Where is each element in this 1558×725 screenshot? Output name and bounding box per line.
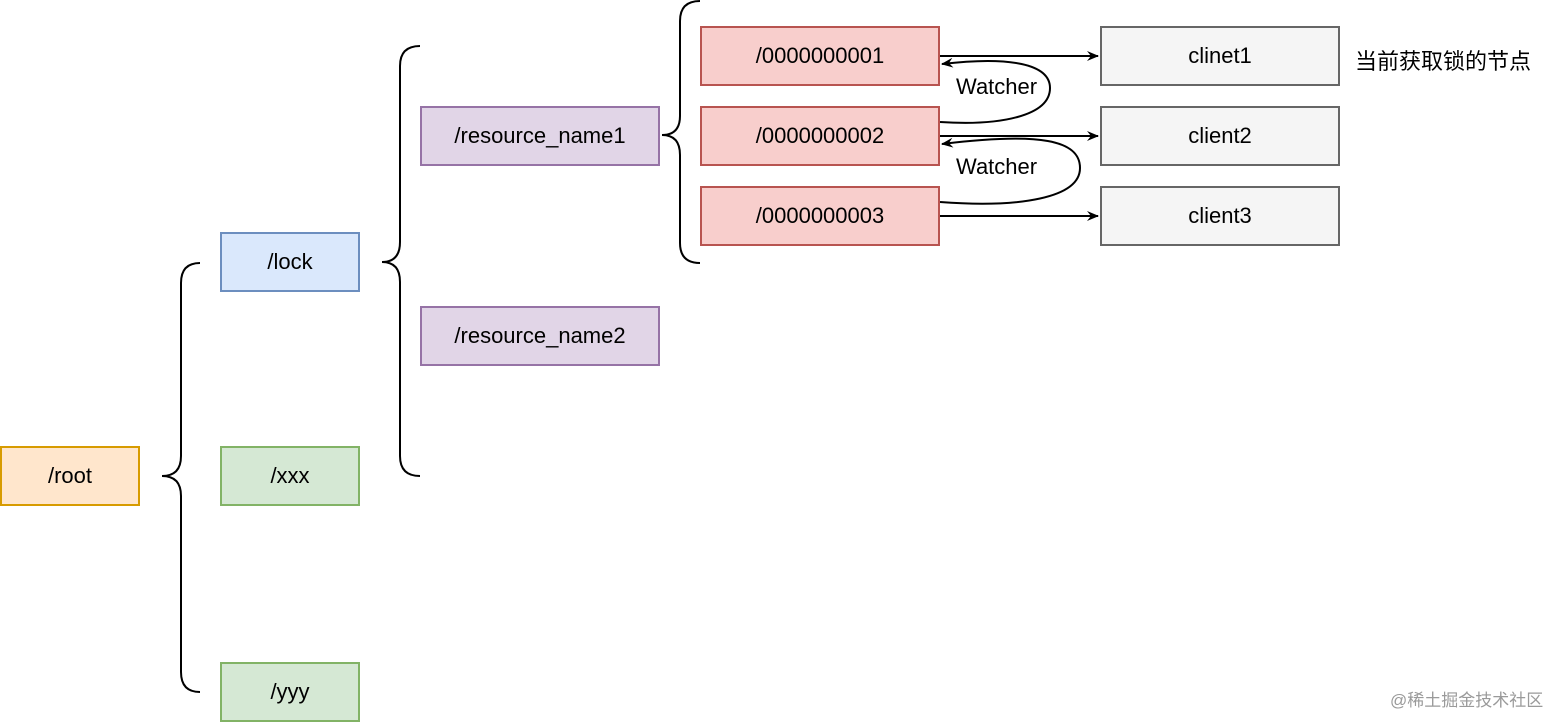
sequence-node-1[interactable]: /0000000001 [700,26,940,86]
client2-node[interactable]: client2 [1100,106,1340,166]
watcher-label-2: Watcher [956,154,1038,180]
root-children-brace [161,262,201,693]
resource-name1-children-brace [661,0,701,264]
resource-name1-node[interactable]: /resource_name1 [420,106,660,166]
client1-node[interactable]: clinet1 [1100,26,1340,86]
resource-name2-node[interactable]: /resource_name2 [420,306,660,366]
watcher-curve-seq2-to-seq1 [939,57,1052,124]
lock-node[interactable]: /lock [220,232,360,292]
watermark: @稀土掘金技术社区 [1390,691,1544,710]
current-lock-note: 当前获取锁的节点 [1355,49,1532,74]
lock-children-brace [381,45,421,477]
sequence-node-3[interactable]: /0000000003 [700,186,940,246]
client3-node[interactable]: client3 [1100,186,1340,246]
watcher-label-1: Watcher [956,74,1038,100]
watcher-curve-seq3-to-seq2 [939,137,1082,205]
sequence-node-2[interactable]: /0000000002 [700,106,940,166]
yyy-node[interactable]: /yyy [220,662,360,722]
root-node[interactable]: /root [0,446,140,506]
xxx-node[interactable]: /xxx [220,446,360,506]
